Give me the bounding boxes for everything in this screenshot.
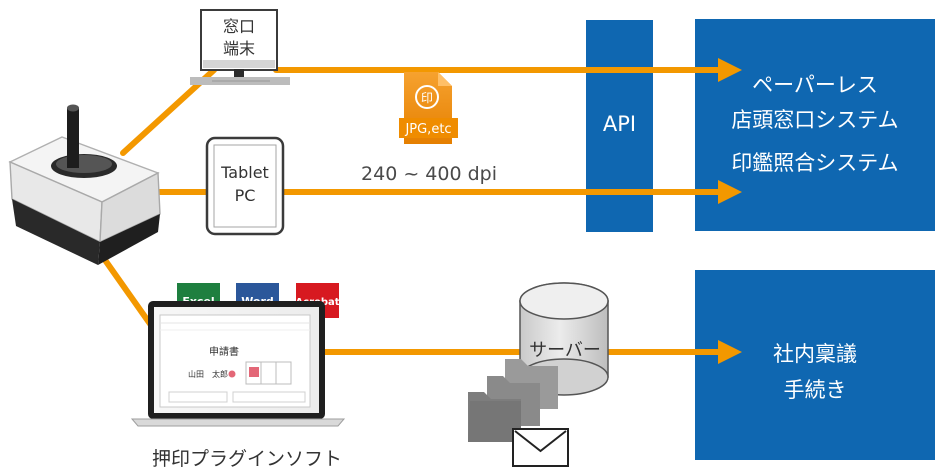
tablet-pc: Tablet PC: [205, 136, 285, 236]
tablet-icon: [205, 136, 285, 236]
monitor-icon: [190, 9, 290, 85]
systems-line3: 印鑑照合システム: [731, 151, 898, 175]
laptop-icon: 申請書 山田 太郎: [130, 301, 346, 427]
mail-icon: [512, 428, 569, 467]
api-label: API: [603, 112, 636, 136]
api-panel: API: [586, 20, 653, 232]
counter-terminal-line1: 窓口: [223, 17, 255, 36]
systems-line1: ペーパーレス: [752, 73, 878, 97]
server-label: サーバー: [529, 340, 601, 361]
internal-line2: 手続き: [784, 378, 847, 402]
folder-stack-icon: [468, 359, 558, 442]
plugin-label: 押印プラグインソフト: [152, 448, 342, 470]
tablet-line2: PC: [235, 186, 256, 205]
tablet-line1: Tablet: [220, 163, 269, 182]
arrowhead-bottom: [718, 340, 742, 364]
systems-panel: ペーパーレス 店頭窓口システム 印鑑照合システム: [695, 19, 935, 231]
screen-document-name: 山田 太郎: [188, 369, 228, 379]
seal-scanner-device-icon: [8, 104, 161, 265]
screen-document-title: 申請書: [209, 345, 239, 358]
counter-terminal: 窓口 端末: [190, 9, 290, 85]
internal-process-panel: 社内稟議 手続き: [695, 270, 935, 460]
systems-line2: 店頭窓口システム: [731, 108, 898, 132]
image-file-icon: 印 JPG,etc: [399, 72, 458, 144]
image-file-format: JPG,etc: [404, 122, 451, 137]
resolution-label: 240 ~ 400 dpi: [361, 163, 497, 185]
laptop-screen-content: 申請書 山田 太郎: [159, 314, 311, 408]
internal-line1: 社内稟議: [773, 342, 857, 366]
arrowhead-middle: [718, 180, 742, 204]
image-file-seal-char: 印: [421, 91, 433, 105]
arrowheads: [718, 58, 742, 364]
counter-terminal-line2: 端末: [223, 39, 255, 58]
arrowhead-top: [718, 58, 742, 82]
